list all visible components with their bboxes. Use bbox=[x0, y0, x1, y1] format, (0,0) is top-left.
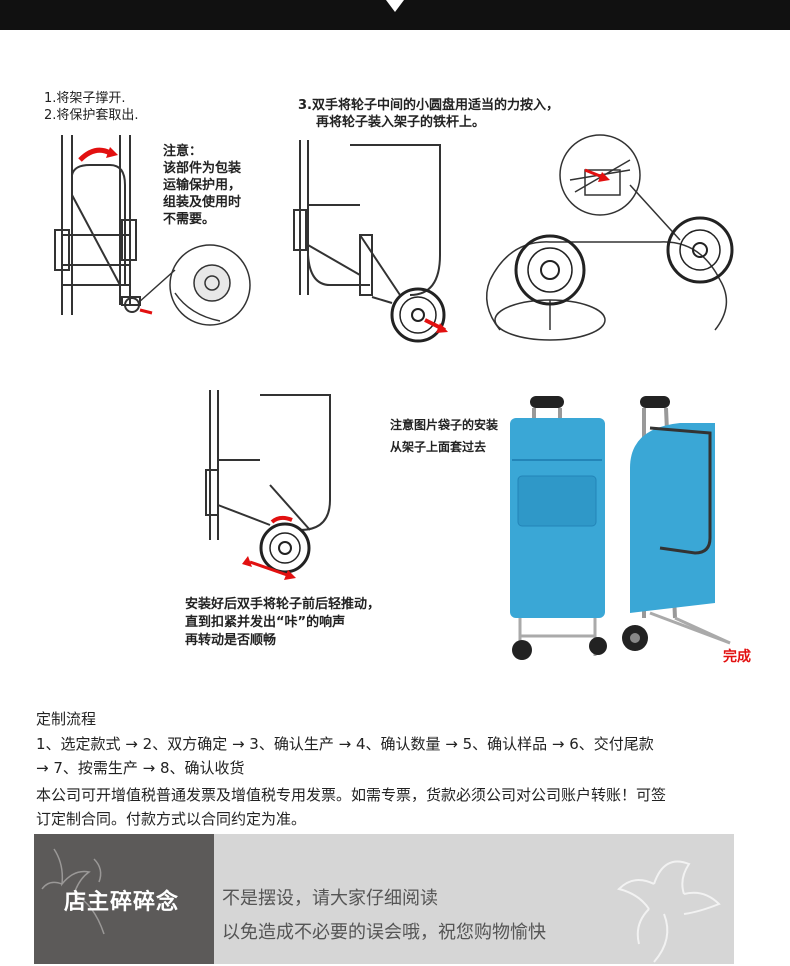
process-steps-line2: → 7、按需生产 → 8、确认收货 bbox=[36, 759, 245, 777]
bag-install-note: 注意图片袋子的安装 从架子上面套过去 bbox=[390, 418, 499, 454]
top-bar bbox=[0, 0, 790, 30]
banner-line-1: 不是摆设，请大家仔细阅读 bbox=[222, 888, 438, 909]
step-2-label: 2.将保护套取出. bbox=[44, 108, 139, 123]
process-steps-line1: 1、选定款式 → 2、双方确定 → 3、确认生产 → 4、确认数量 → 5、确认… bbox=[36, 735, 654, 753]
lily-watermark-icon bbox=[617, 860, 721, 963]
shopkeeper-notes-banner: 店主碎碎念 不是摆设，请大家仔细阅读 以免造成不必要的误会哦，祝您购物愉快 bbox=[34, 834, 734, 964]
finished-trolley-photo bbox=[510, 396, 731, 660]
banner-line-2: 以免造成不必要的误会哦，祝您购物愉快 bbox=[222, 922, 546, 943]
wheel-press-illustration bbox=[485, 134, 734, 341]
banner-title: 店主碎碎念 bbox=[64, 890, 180, 915]
step-3-sub-label: 再将轮子装入架子的铁杆上。 bbox=[316, 115, 486, 130]
done-label: 完成 bbox=[723, 649, 751, 665]
invoice-note-line2: 订定制合同。付款方式以合同约定为准。 bbox=[36, 810, 307, 828]
process-title: 定制流程 bbox=[36, 710, 97, 728]
packaging-note: 注意： 该部件为包装 运输保护用， 组装及使用时 不需要。 bbox=[163, 144, 242, 227]
lily-flower-icon bbox=[41, 848, 105, 935]
step-3-label: 3.双手将轮子中间的小圆盘用适当的力按入， bbox=[298, 98, 559, 113]
chevron-down-icon bbox=[386, 0, 404, 12]
wheel-attach-illustration bbox=[293, 140, 448, 343]
banner-left-panel: 店主碎碎念 bbox=[34, 834, 214, 964]
frame-unfold-illustration bbox=[54, 135, 251, 326]
push-wheel-note: 安装好后双手将轮子前后轻推动， 直到扣紧并发出“咔”的响声 再转动是否顺畅 bbox=[185, 597, 381, 648]
invoice-note-line1: 本公司可开增值税普通发票及增值税专用发票。如需专票，货款必须公司对公司账户转账！… bbox=[36, 786, 667, 804]
wheel-lock-illustration bbox=[205, 390, 331, 580]
step-1-label: 1.将架子撑开. bbox=[44, 91, 126, 106]
